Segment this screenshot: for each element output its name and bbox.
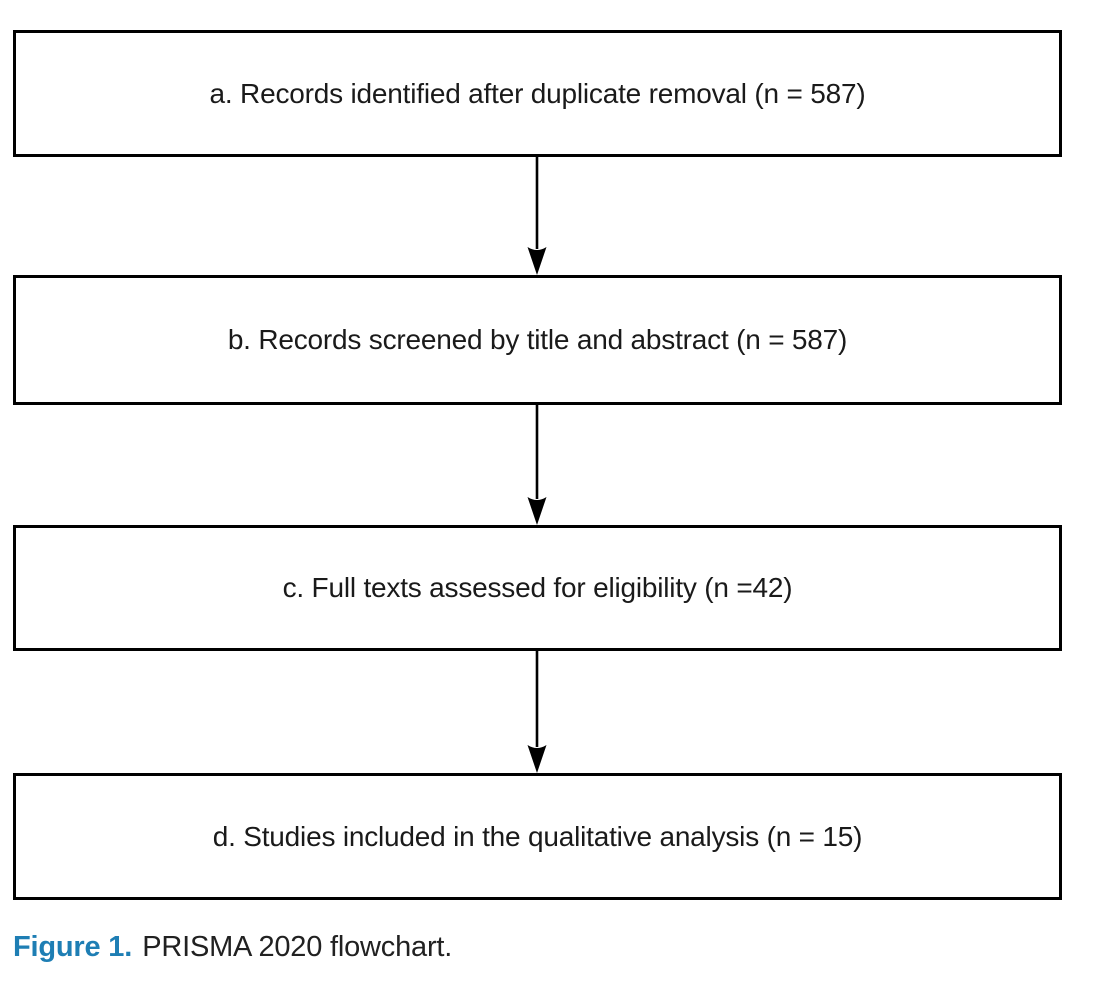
down-arrow-icon: [527, 157, 547, 275]
flow-box-screened-label: b. Records screened by title and abstrac…: [227, 324, 848, 355]
flow-box-full-text: c. Full texts assessed for eligibility (…: [13, 525, 1062, 651]
flow-box-identified: a. Records identified after duplicate re…: [13, 30, 1062, 157]
flow-box-full-text-label: c. Full texts assessed for eligibility (…: [282, 572, 793, 603]
flow-box-included-label: d. Studies included in the qualitative a…: [212, 820, 863, 852]
figure-caption: Figure 1. PRISMA 2020 flowchart.: [13, 931, 452, 964]
flow-box-identified-label: a. Records identified after duplicate re…: [209, 77, 866, 109]
figure-caption-number: Figure 1.: [13, 931, 133, 963]
figure-caption-text: PRISMA 2020 flowchart.: [142, 931, 453, 963]
flow-box-screened: b. Records screened by title and abstrac…: [13, 275, 1062, 405]
down-arrow-icon: [527, 405, 547, 525]
flow-box-included: d. Studies included in the qualitative a…: [13, 773, 1062, 900]
down-arrow-icon: [527, 651, 547, 773]
